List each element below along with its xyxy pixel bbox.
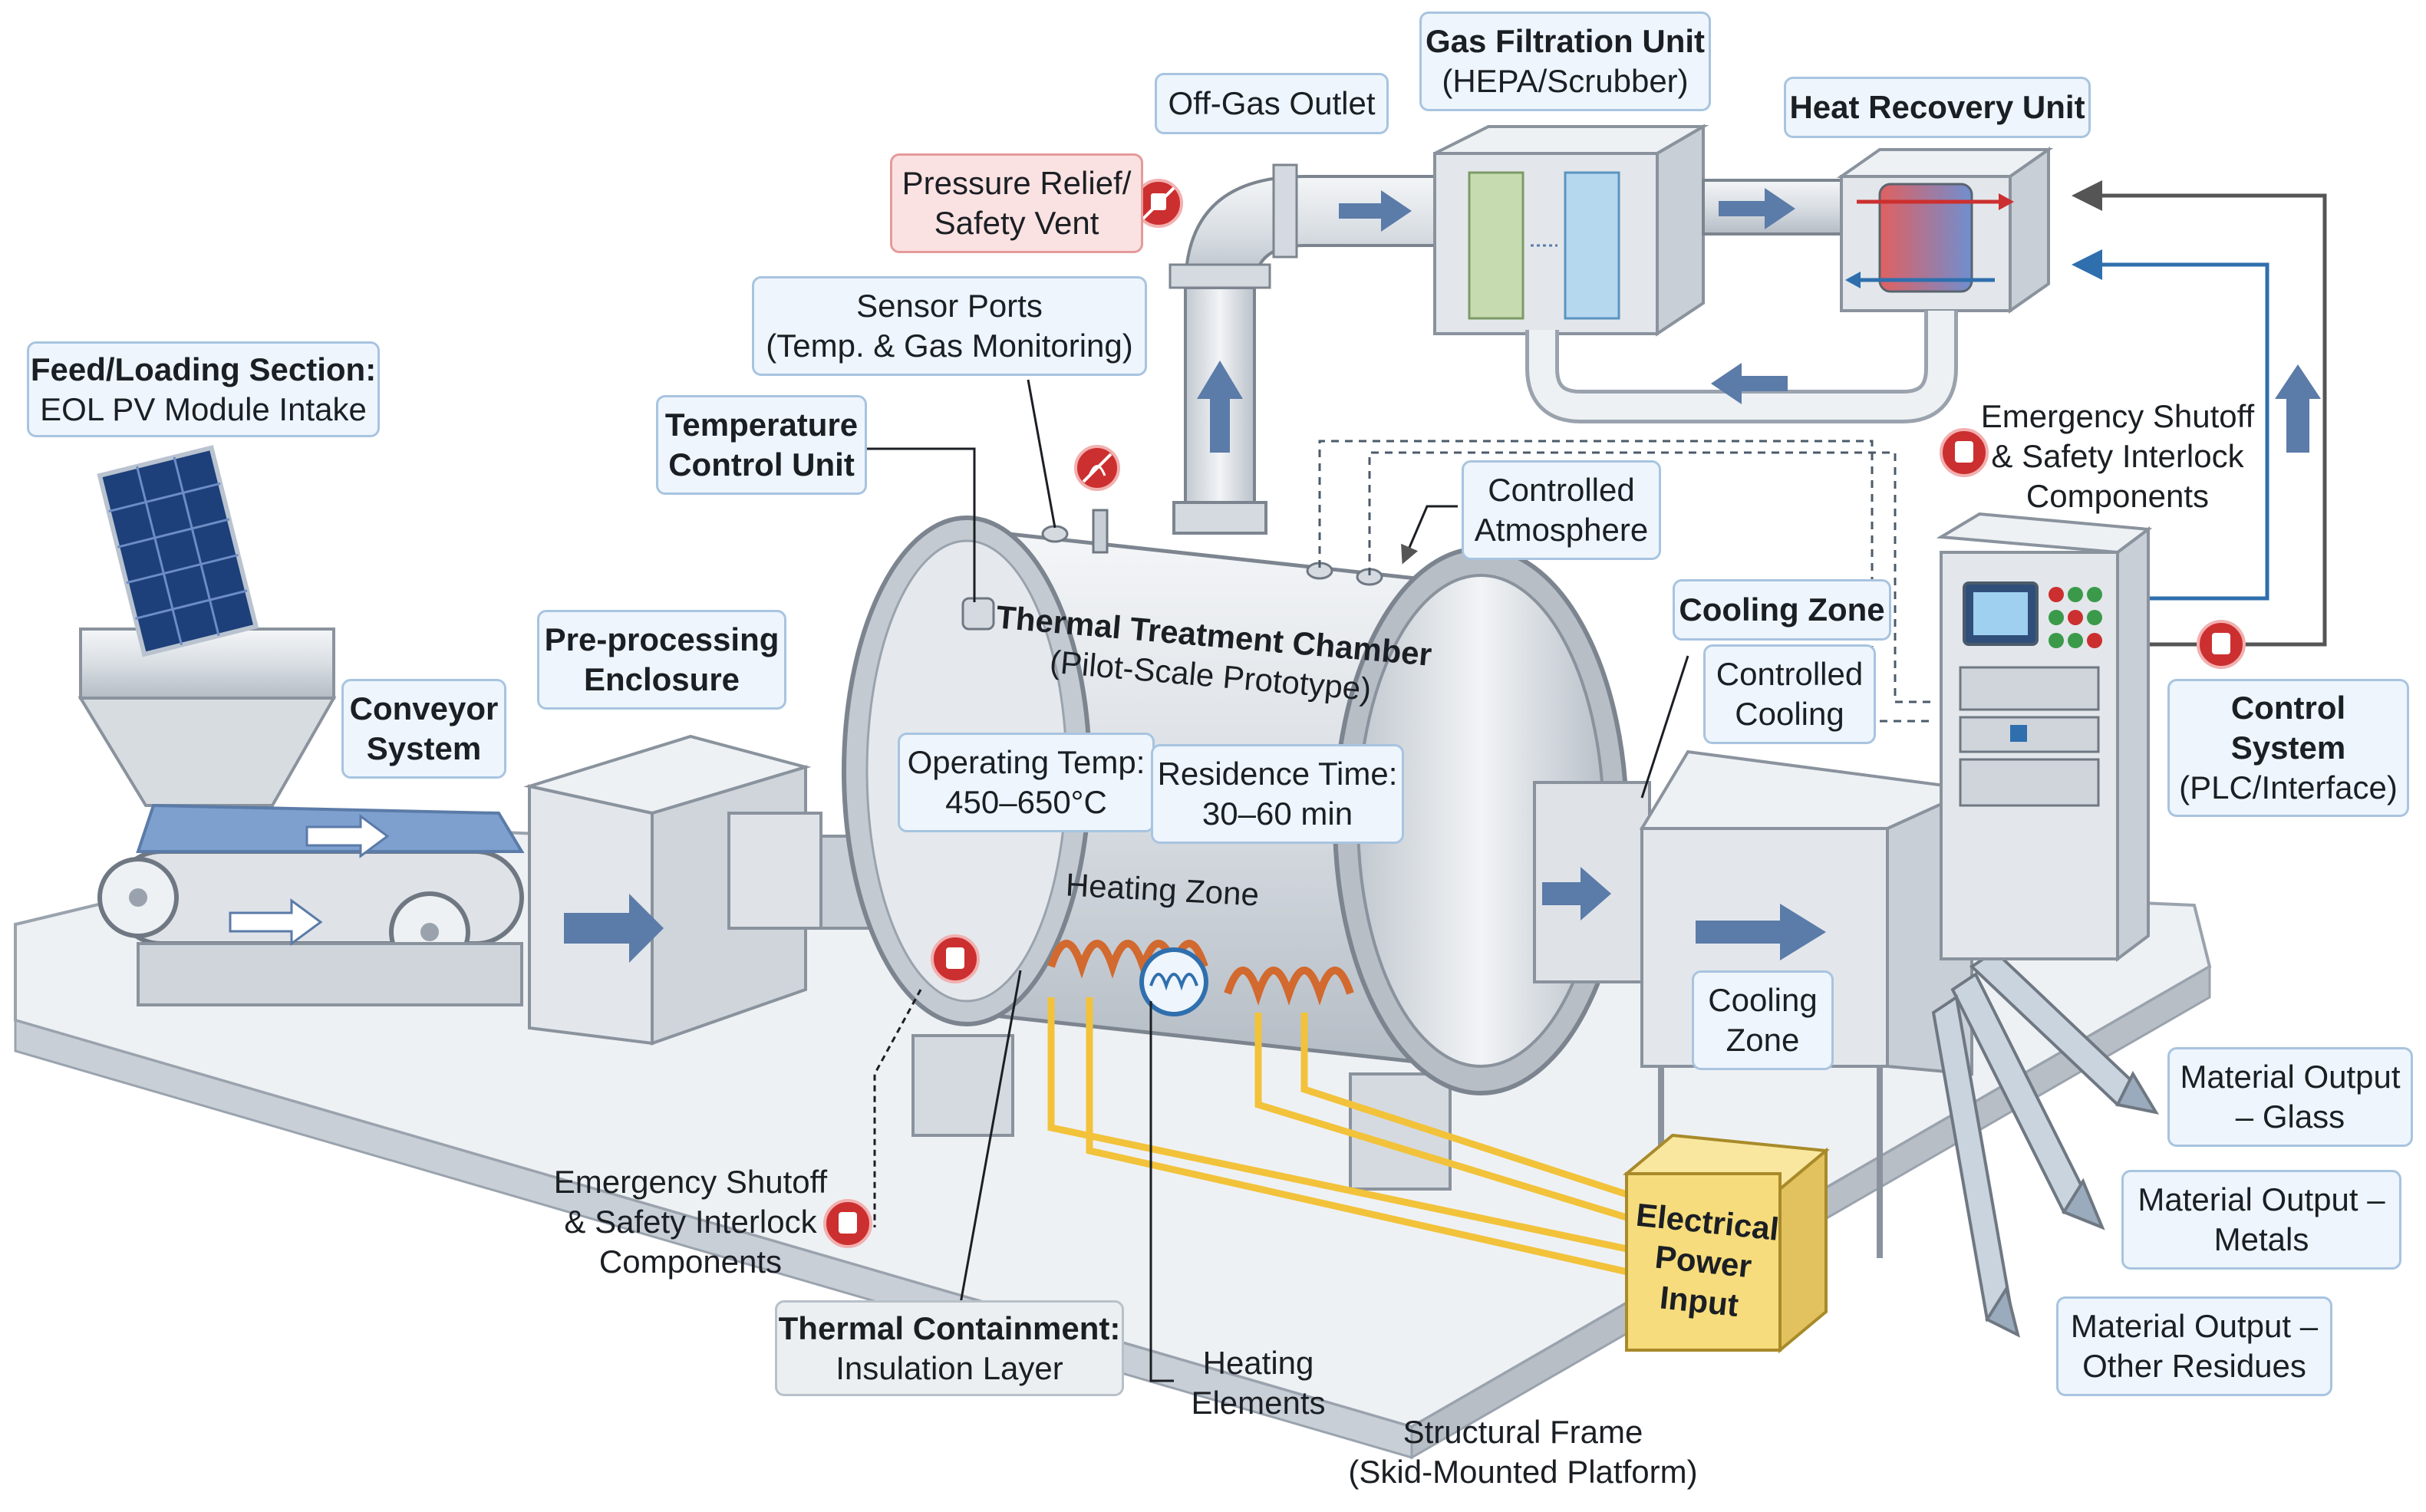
sensor-ports-line2: (Temp. & Gas Monitoring) (766, 328, 1133, 364)
output-chutes (1931, 949, 2160, 1338)
pressure-relief-line2: Safety Vent (934, 205, 1099, 241)
control-system-line3: (PLC/Interface) (2179, 769, 2398, 805)
offgas-outlet-text: Off-Gas Outlet (1168, 85, 1376, 121)
power-wiring (1047, 997, 1636, 1277)
heating-zone-text: Heating Zone (1064, 866, 1261, 913)
preprocessing-label: Pre-processing Enclosure (537, 610, 786, 710)
heat-recovery-label: Heat Recovery Unit (1784, 77, 2091, 138)
thermal-containment-label: Thermal Containment: Insulation Layer (775, 1300, 1124, 1396)
emergency-bottom-line3: Components (598, 1243, 783, 1280)
solar-panel-icon (97, 445, 259, 657)
cooling-zone-top-text: Cooling Zone (1679, 591, 1885, 628)
signal-lines (1318, 440, 1933, 723)
cooling-zone-top-label: Cooling Zone (1673, 579, 1891, 641)
gas-filtration-label: Gas Filtration Unit (HEPA/Scrubber) (1419, 12, 1711, 111)
safety-shutoff-icon (2197, 620, 2246, 669)
residence-time-line1: Residence Time: (1157, 756, 1398, 792)
safety-shutoff-icon (1074, 445, 1120, 491)
preprocessing-box (523, 734, 892, 1046)
gas-filtration-title: Gas Filtration Unit (1426, 23, 1706, 59)
power-box (1623, 1133, 1830, 1354)
controlled-cooling-label: Controlled Cooling (1703, 644, 1876, 744)
emergency-bottom-line1: Emergency Shutoff (553, 1163, 828, 1200)
gas-filtration-subtitle: (HEPA/Scrubber) (1442, 63, 1689, 99)
emergency-bottom-line2: & Safety Interlock (564, 1203, 817, 1240)
temperature-control-label: Temperature Control Unit (656, 395, 867, 495)
heat-recovery-unit (1525, 147, 2054, 423)
structural-frame-line2: (Skid-Mounted Platform) (1348, 1453, 1698, 1490)
conveyor-belt (97, 803, 525, 1006)
preprocessing-label-line1: Pre-processing (544, 621, 780, 657)
pressure-relief-line1: Pressure Relief/ (902, 165, 1132, 201)
safety-shutoff-icon (1940, 428, 1989, 477)
material-metals-line2: Metals (2213, 1221, 2309, 1257)
conveyor-label-line1: Conveyor (349, 690, 499, 726)
material-output-residues-label: Material Output – Other Residues (2056, 1296, 2332, 1396)
temperature-control-line2: Control Unit (668, 446, 855, 483)
power-input-label: Electrical Power Input (1620, 1185, 1787, 1339)
controlled-atmosphere-label: Controlled Atmosphere (1462, 460, 1661, 560)
heating-elements-line1: Heating (1202, 1344, 1314, 1381)
control-system-line2: System (2230, 730, 2346, 766)
structural-frame-label: Structural Frame (Skid-Mounted Platform) (1320, 1404, 1726, 1500)
emergency-top-line1: Emergency Shutoff (1980, 398, 2255, 434)
emergency-shutoff-top-label: Emergency Shutoff & Safety Interlock Com… (1976, 395, 2260, 518)
temperature-control-line1: Temperature (664, 407, 859, 443)
control-system-line1: Control (2230, 690, 2346, 726)
controlled-atmosphere-line1: Controlled (1488, 472, 1635, 508)
emergency-top-line3: Components (2026, 478, 2210, 514)
cooling-zone-box-label: Cooling Zone (1692, 970, 1834, 1070)
cooling-zone-box-line2: Zone (1726, 1022, 1800, 1058)
material-residues-line1: Material Output – (2070, 1308, 2319, 1344)
control-system-label: Control System (PLC/Interface) (2167, 679, 2409, 817)
residence-time-label: Residence Time: 30–60 min (1151, 744, 1404, 844)
heating-elements-label: Heating Elements (1174, 1339, 1343, 1427)
operating-temp-label: Operating Temp: 450–650°C (898, 733, 1155, 832)
feed-section-subtitle: EOL PV Module Intake (40, 390, 367, 427)
material-glass-line1: Material Output (2180, 1059, 2401, 1095)
pressure-relief-label: Pressure Relief/ Safety Vent (890, 153, 1143, 253)
heating-elements-line2: Elements (1191, 1384, 1326, 1421)
control-cabinet (1936, 512, 2153, 962)
safety-shutoff-icon (931, 934, 980, 983)
controlled-atmosphere-line2: Atmosphere (1474, 512, 1649, 548)
controlled-cooling-line1: Controlled (1716, 656, 1864, 692)
heating-coil-icon (1047, 940, 1354, 1016)
offgas-outlet-label: Off-Gas Outlet (1155, 73, 1389, 134)
safety-shutoff-icon (823, 1199, 872, 1248)
power-input-line3: Input (1658, 1279, 1741, 1323)
cooling-zone-box-line1: Cooling (1708, 982, 1818, 1018)
controlled-cooling-line2: Cooling (1735, 696, 1844, 732)
preprocessing-label-line2: Enclosure (583, 661, 740, 697)
sensor-ports-line1: Sensor Ports (856, 288, 1043, 324)
operating-temp-line2: 450–650°C (945, 784, 1107, 820)
conveyor-label-line2: System (366, 730, 482, 766)
material-glass-line2: – Glass (2235, 1099, 2345, 1135)
thermal-containment-line2: Insulation Layer (836, 1349, 1063, 1386)
structural-frame-line1: Structural Frame (1403, 1413, 1643, 1450)
feed-section-title: Feed/Loading Section: (30, 351, 377, 387)
conveyor-label: Conveyor System (341, 679, 506, 779)
filtration-unit (1433, 124, 1709, 337)
material-residues-line2: Other Residues (2082, 1348, 2306, 1384)
material-output-metals-label: Material Output – Metals (2121, 1170, 2401, 1270)
cooling-units (1533, 749, 1983, 1258)
leader-lines (867, 379, 1689, 1382)
material-metals-line1: Material Output – (2138, 1181, 2385, 1217)
emergency-top-line2: & Safety Interlock (1991, 438, 2244, 474)
operating-temp-line1: Operating Temp: (907, 744, 1145, 780)
sensor-ports-label: Sensor Ports (Temp. & Gas Monitoring) (752, 276, 1147, 376)
emergency-shutoff-bottom-label: Emergency Shutoff & Safety Interlock Com… (537, 1158, 844, 1285)
heat-recovery-text: Heat Recovery Unit (1789, 89, 2085, 125)
material-output-glass-label: Material Output – Glass (2167, 1047, 2413, 1147)
residence-time-line2: 30–60 min (1201, 796, 1353, 832)
offgas-pipe (1169, 163, 1436, 535)
thermal-containment-line1: Thermal Containment: (778, 1309, 1121, 1346)
feed-section-label: Feed/Loading Section: EOL PV Module Inta… (27, 341, 380, 437)
